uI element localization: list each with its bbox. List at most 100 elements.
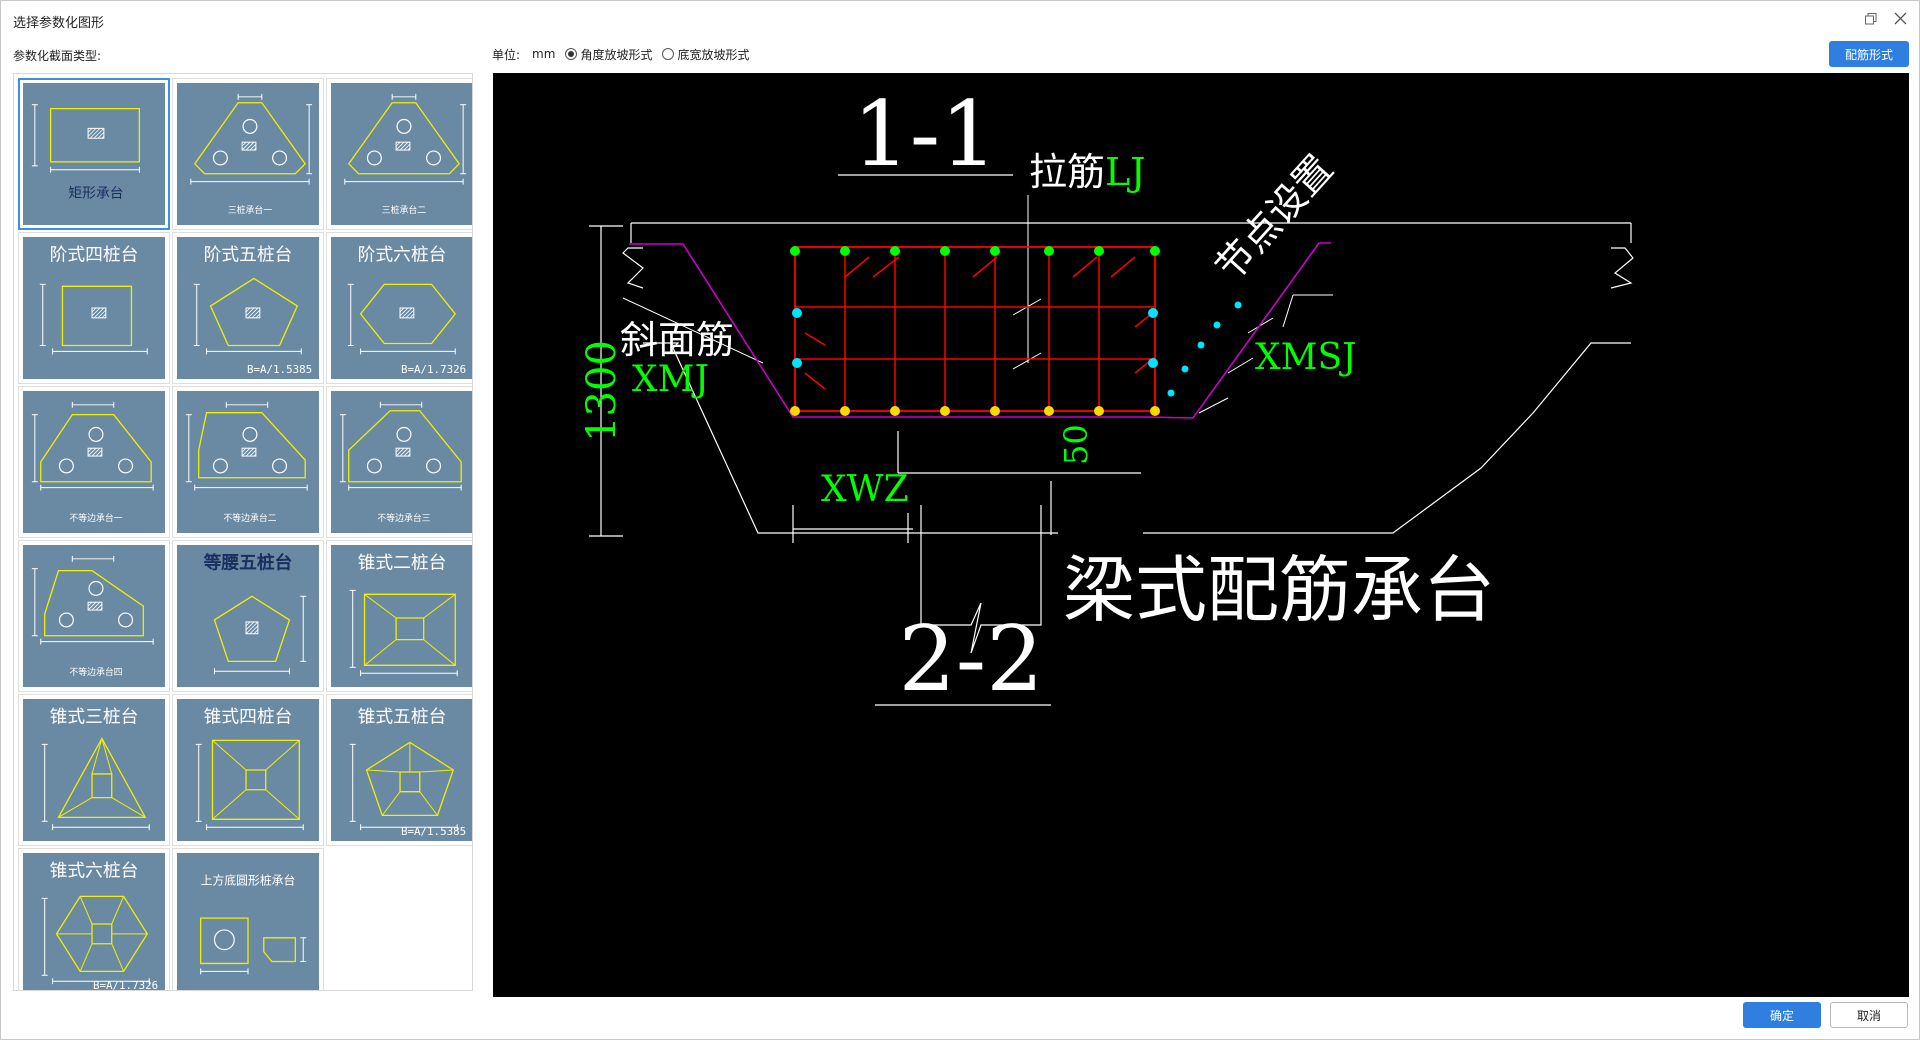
bottom-rebar-point	[1150, 406, 1160, 416]
top-rebar-point	[890, 246, 900, 256]
radio-label: 角度放坡形式	[580, 47, 653, 62]
cancel-button[interactable]: 取消	[1830, 1002, 1908, 1028]
thumbnail-label: 锥式三桩台	[50, 707, 139, 728]
top-rebar-point	[1044, 246, 1054, 256]
side-rebar-point	[792, 358, 802, 368]
slope-bar-line	[629, 242, 1331, 419]
top-rebar-point	[1094, 246, 1104, 256]
section-top-label: 1-1	[853, 82, 998, 187]
slope-bar-code-label: XMJ	[632, 359, 709, 400]
cover-dimension-label: 50	[1057, 424, 1095, 465]
section-type-uneq2[interactable]: 不等边承台二	[172, 386, 324, 538]
stirrup-hook	[1110, 256, 1136, 278]
section-type-uneq1[interactable]: 不等边承台一	[18, 386, 170, 538]
top-rebar-point	[840, 246, 850, 256]
bottom-rebar-point	[990, 406, 1000, 416]
section-type-cone3[interactable]: 锥式三桩台	[18, 694, 170, 846]
thumbnail-label: 不等边承台二	[223, 512, 276, 524]
radio-angle-slope[interactable]: 角度放坡形式	[565, 46, 652, 63]
top-rebar-point	[990, 246, 1000, 256]
ok-button[interactable]: 确定	[1743, 1002, 1821, 1028]
stirrup-hook	[1072, 256, 1098, 278]
top-rebar-point	[1150, 246, 1160, 256]
restore-icon[interactable]	[1865, 13, 1877, 25]
section-type-step4[interactable]: 阶式四桩台	[18, 232, 170, 384]
side-rebar-point	[1148, 308, 1158, 318]
section-bottom-label: 2-2	[899, 607, 1044, 712]
break-symbol-right	[1610, 247, 1634, 289]
bottom-rebar-point	[940, 406, 950, 416]
thumbnail-label: 不等边承台四	[69, 666, 122, 678]
thumbnail-label: 三桩承台二	[382, 204, 426, 216]
outer-slope-right	[1143, 342, 1631, 534]
section-thumbnail-image: 不等边承台二	[177, 391, 319, 533]
rebar-form-button[interactable]: 配筋形式	[1829, 41, 1909, 67]
section-type-uneq4[interactable]: 不等边承台四	[18, 540, 170, 692]
unit-row: 单位: mm 角度放坡形式 底宽放坡形式	[492, 45, 755, 63]
pile-outline	[920, 505, 1042, 654]
section-thumbnail-image: 阶式四桩台	[23, 237, 165, 379]
slope-rebar-point	[1167, 389, 1175, 397]
section-type-cone2[interactable]: 锥式二桩台	[326, 540, 472, 692]
title-bar: 选择参数化图形	[1, 1, 1919, 37]
section-type-cone5[interactable]: 锥式五桩台 B=A/1.5385	[326, 694, 472, 846]
stirrup-hook	[972, 256, 998, 278]
section-thumbnail-image: 三桩承台一	[177, 83, 319, 225]
thumbnail-label: 矩形承台	[68, 185, 123, 201]
thumbnail-label: 锥式五桩台	[358, 707, 447, 728]
section-type-tri2[interactable]: 三桩承台二	[326, 78, 472, 230]
section-thumbnail-image: 锥式二桩台	[331, 545, 472, 687]
section-thumbnail-image: 不等边承台一	[23, 391, 165, 533]
section-thumbnail-image: 上方底圆形桩承台	[177, 853, 319, 990]
section-type-roundbase[interactable]: 上方底圆形桩承台	[172, 848, 324, 990]
slope-rebar-point	[1234, 301, 1242, 309]
preview-title: 梁式配筋承台	[1063, 548, 1495, 632]
thumbnail-label: 锥式四桩台	[204, 707, 293, 728]
section-thumbnail-image: 不等边承台三	[331, 391, 472, 533]
side-rebar-point	[1148, 358, 1158, 368]
radio-label: 底宽放坡形式	[677, 47, 750, 62]
slope-rebar-point	[1181, 365, 1189, 373]
section-type-step6[interactable]: 阶式六桩台 B=A/1.7326	[326, 232, 472, 384]
bottom-rebar-point	[1094, 406, 1104, 416]
tie-bar-label: 拉筋	[1029, 150, 1105, 194]
unit-label: 单位:	[492, 47, 521, 62]
stirrup-hook	[844, 256, 870, 278]
section-thumbnail-image: 锥式三桩台	[23, 699, 165, 841]
section-type-uneq3[interactable]: 不等边承台三	[326, 386, 472, 538]
section-thumbnail-image: 不等边承台四	[23, 545, 165, 687]
section-thumbnail-image: 矩形承台	[23, 83, 165, 225]
bottom-rebar-point	[890, 406, 900, 416]
bottom-rebar-point	[840, 406, 850, 416]
radio-indicator[interactable]	[565, 48, 578, 60]
section-type-iso5[interactable]: 等腰五桩台	[172, 540, 324, 692]
stirrup-hook	[804, 372, 826, 390]
thumbnail-formula: B=A/1.5385	[401, 825, 466, 838]
thumbnail-label: 阶式六桩台	[358, 245, 447, 266]
bottom-rebar-point	[790, 406, 800, 416]
section-thumbnail-image: 阶式六桩台 B=A/1.7326	[331, 237, 472, 379]
thumbnail-formula: B=A/1.5385	[247, 363, 312, 376]
radio-width-slope[interactable]: 底宽放坡形式	[662, 46, 749, 63]
thumbnail-label: 不等边承台三	[377, 512, 430, 524]
thumbnail-label: 三桩承台一	[228, 204, 272, 216]
thumbnail-formula: B=A/1.7326	[401, 363, 466, 376]
thumbnail-label: 阶式四桩台	[50, 245, 139, 266]
slope-rebar-point	[1213, 321, 1221, 329]
radio-indicator[interactable]	[662, 48, 675, 60]
section-type-rect[interactable]: 矩形承台	[18, 78, 170, 230]
section-type-cone4[interactable]: 锥式四桩台	[172, 694, 324, 846]
stirrup-hook	[804, 332, 826, 346]
side-rebar-point	[792, 308, 802, 318]
close-icon[interactable]	[1894, 12, 1907, 25]
top-rebar-point	[790, 246, 800, 256]
section-thumbnail-image: 三桩承台二	[331, 83, 472, 225]
section-type-tri1[interactable]: 三桩承台一	[172, 78, 324, 230]
section-thumbnail-image: 等腰五桩台	[177, 545, 319, 687]
